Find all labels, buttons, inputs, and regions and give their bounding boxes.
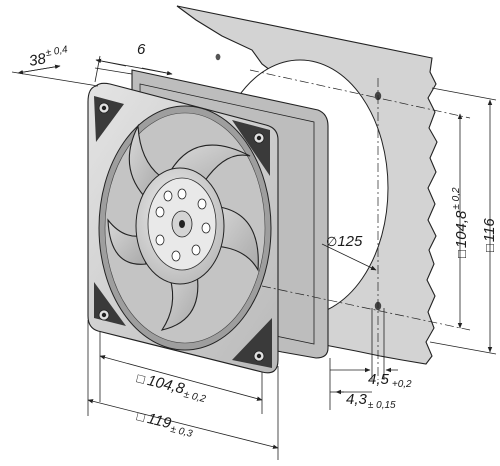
dim-cutout-diameter [321,243,377,271]
fan-hub [135,167,225,285]
dim-frame-width [87,320,279,460]
fan-blade [107,218,147,265]
corner-top-left [94,96,124,142]
dim-depth [11,55,133,87]
cutout-diameter-label: ∅125 [326,233,363,250]
hole-diameter-rear-label: 4,3± 0,15 [346,391,396,411]
fan-blade [160,267,199,331]
dim-frame-height [429,87,497,355]
hole-spacing-horizontal-label: □104,8± 0,2 [135,369,209,405]
hole-spacing-vertical-label: □104,8± 0,2 [451,187,470,258]
depth-label: 38± 0,4 [27,44,70,70]
corner-top-right [232,120,270,176]
corner-bottom-left [94,282,126,326]
frame-height-label: □116 [481,218,498,252]
dim-hole-diameters [329,308,398,410]
frame-width-label: □119± 0,3 [135,407,196,440]
hole-diameter-front-label: 4,5+0,2 [368,371,412,390]
fan-blade [128,123,161,197]
dim-flange [95,58,173,76]
flange-label: 6 [137,41,146,58]
